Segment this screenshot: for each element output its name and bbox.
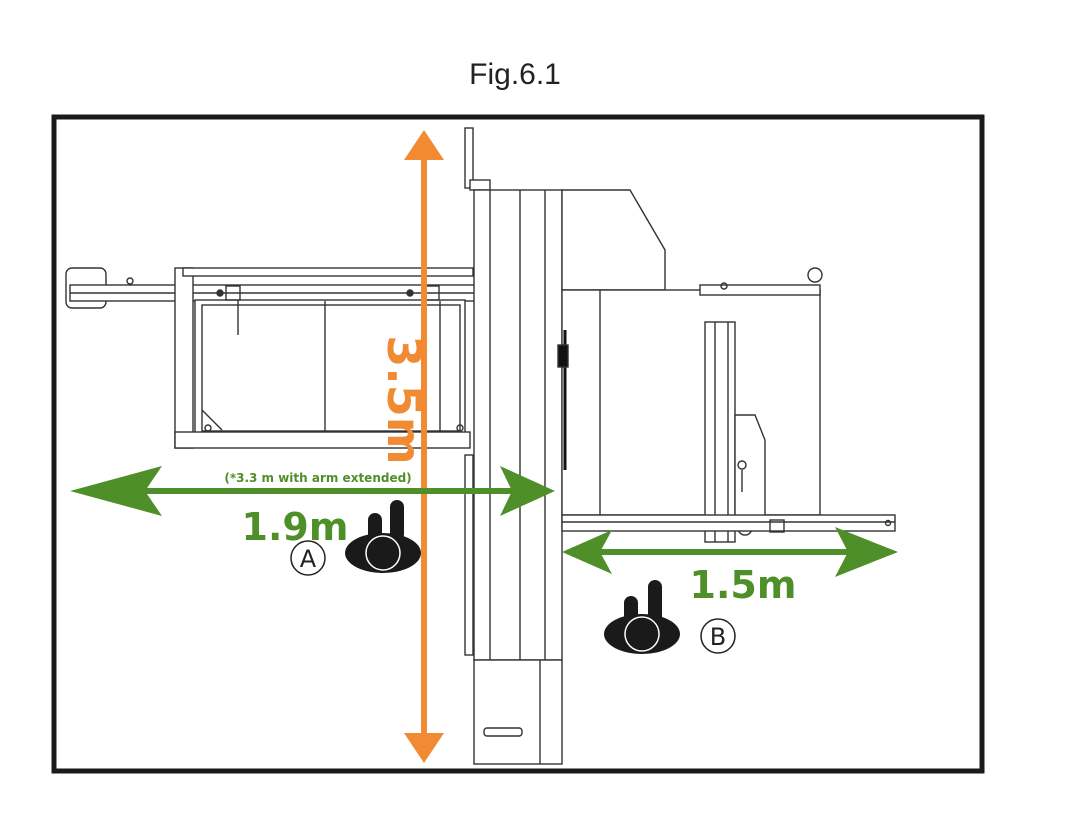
sliding-arm <box>65 267 541 449</box>
operator-a-badge <box>290 540 326 576</box>
width-a-label: 1.9m <box>242 505 349 549</box>
diagram-frame <box>51 114 985 774</box>
arrowhead-down <box>404 733 444 763</box>
height-dimension: 3.5m <box>377 130 444 763</box>
operator-b-icon: B <box>604 580 736 654</box>
central-column <box>464 127 563 765</box>
cabinet <box>557 189 896 543</box>
arrowhead-right <box>500 466 555 516</box>
width-a-dimension: (*3.3 m with arm extended) 1.9m <box>70 466 555 549</box>
operator-a-label: A <box>300 545 317 573</box>
width-a-note: (*3.3 m with arm extended) <box>224 471 411 485</box>
operator-b-badge <box>700 618 736 654</box>
height-label: 3.5m <box>377 335 431 464</box>
operator-a-icon: A <box>290 500 421 576</box>
figure-title: Fig.6.1 <box>469 58 561 91</box>
machine-drawing <box>65 127 896 765</box>
arrowhead-right <box>835 527 898 577</box>
arrowhead-left <box>562 530 612 574</box>
operator-b-label: B <box>710 623 726 651</box>
arrowhead-up <box>404 130 444 160</box>
arrowhead-left <box>70 466 162 516</box>
width-b-dimension: 1.5m <box>562 527 898 607</box>
width-b-label: 1.5m <box>690 563 797 607</box>
